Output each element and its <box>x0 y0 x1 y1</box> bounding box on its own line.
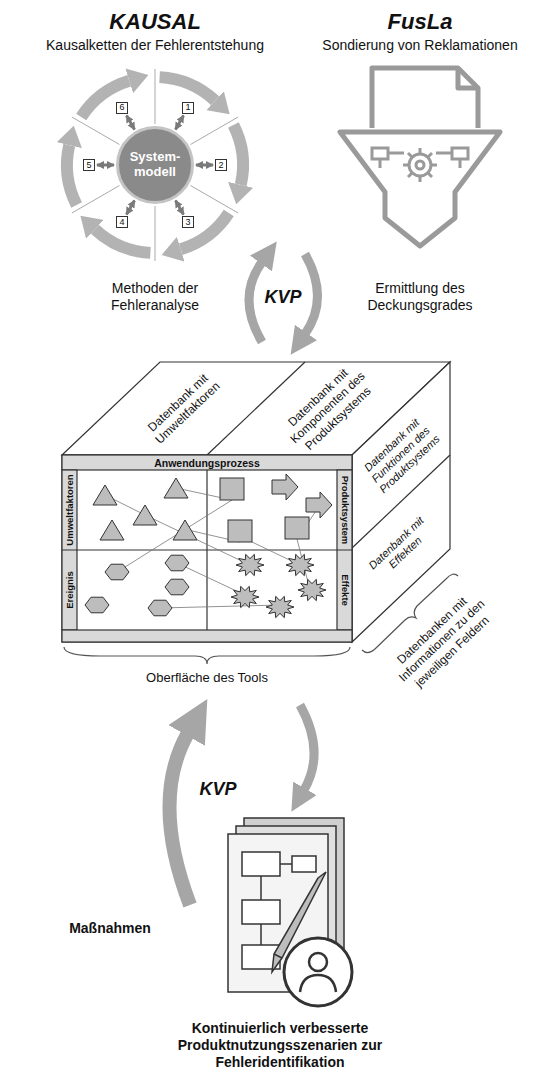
event-hexagon <box>85 597 109 613</box>
double-arrow <box>126 116 134 130</box>
arrow-label: Maßnahmen <box>69 920 151 937</box>
system-model-circle: System- modell <box>116 126 194 204</box>
callout-number: 3 <box>185 218 190 227</box>
part-caption: Methoden der Fehleranalyse <box>75 280 235 314</box>
cycle-arrow <box>160 77 215 101</box>
event-hexagon <box>165 555 189 571</box>
kvp-label: KVP <box>264 287 301 309</box>
part-subtitle: Sondierung von Reklamationen <box>322 37 517 54</box>
step-number-box: 3 <box>182 216 194 228</box>
cycle-spoke <box>72 117 120 145</box>
scenario-links <box>105 488 320 608</box>
callout-number: 6 <box>119 103 124 112</box>
kvp-arrow <box>305 254 318 334</box>
environment-triangles <box>93 478 197 540</box>
double-arrow <box>176 201 184 215</box>
cycle-arrow <box>233 125 243 185</box>
measures-arrow <box>169 733 190 905</box>
step-number-box: 5 <box>83 159 95 171</box>
effect-star <box>298 579 326 600</box>
cycle-spoke <box>191 186 239 214</box>
callout-number: 1 <box>185 103 190 112</box>
funnel-detail <box>372 148 468 182</box>
event-hexagon <box>165 579 189 595</box>
band-label: Produktsystem <box>339 476 350 545</box>
step-number-box: 6 <box>116 102 128 114</box>
cycle-arrow <box>95 229 150 253</box>
part-heading: FusLa <box>388 9 453 35</box>
step-number-box: 4 <box>116 216 128 228</box>
cycle-arrow <box>181 213 229 249</box>
callout-number: 2 <box>218 161 223 170</box>
band-label: Umweltfaktoren <box>64 474 75 545</box>
double-arrow <box>196 164 213 167</box>
brace-label: Datenbanken mit Informationen zu den jew… <box>382 582 502 699</box>
brace-label: Oberfläche des Tools <box>146 670 268 686</box>
kvp-arrow <box>300 705 314 790</box>
cycle-spoke <box>191 117 239 145</box>
band-label: Effekte <box>339 574 350 606</box>
cycle-ring <box>67 69 243 261</box>
cycle-arrow <box>67 145 77 205</box>
cycle-spoke <box>155 69 156 124</box>
effect-star <box>286 554 314 575</box>
effect-star <box>231 586 259 607</box>
node-title: System- modell <box>123 150 187 180</box>
step-number-box: 1 <box>182 102 194 114</box>
part-subtitle: Kausalketten der Fehlerentstehung <box>46 37 264 54</box>
callout-number: 5 <box>86 161 91 170</box>
funnel-icon <box>340 68 500 246</box>
cycle-spoke <box>72 186 120 214</box>
result-caption: Kontinuierlich verbesserte Produktnutzun… <box>165 1020 395 1070</box>
double-arrow <box>175 116 183 130</box>
component-squares <box>220 474 332 542</box>
event-effect-shapes <box>85 554 326 617</box>
effect-star <box>266 596 294 617</box>
cycle-spoke <box>155 206 156 261</box>
double-arrow <box>97 164 114 167</box>
double-arrow <box>126 201 134 215</box>
kvp-label: KVP <box>199 779 236 801</box>
part-heading: KAUSAL <box>109 9 201 35</box>
cycle-arrow <box>81 81 129 117</box>
part-caption: Ermittlung des Deckungsgrades <box>345 280 495 314</box>
event-hexagon <box>148 600 172 616</box>
step-number-box: 2 <box>215 159 227 171</box>
band-label: Ereignis <box>64 571 75 609</box>
scenario-documents <box>228 818 352 1006</box>
event-hexagon <box>105 564 129 580</box>
effect-star <box>236 554 264 575</box>
brace <box>64 647 350 664</box>
tool-cube <box>62 362 450 642</box>
callout-number: 4 <box>119 218 124 227</box>
kvp-arrow <box>249 262 262 342</box>
band-label: Anwendungsprozess <box>154 456 260 469</box>
